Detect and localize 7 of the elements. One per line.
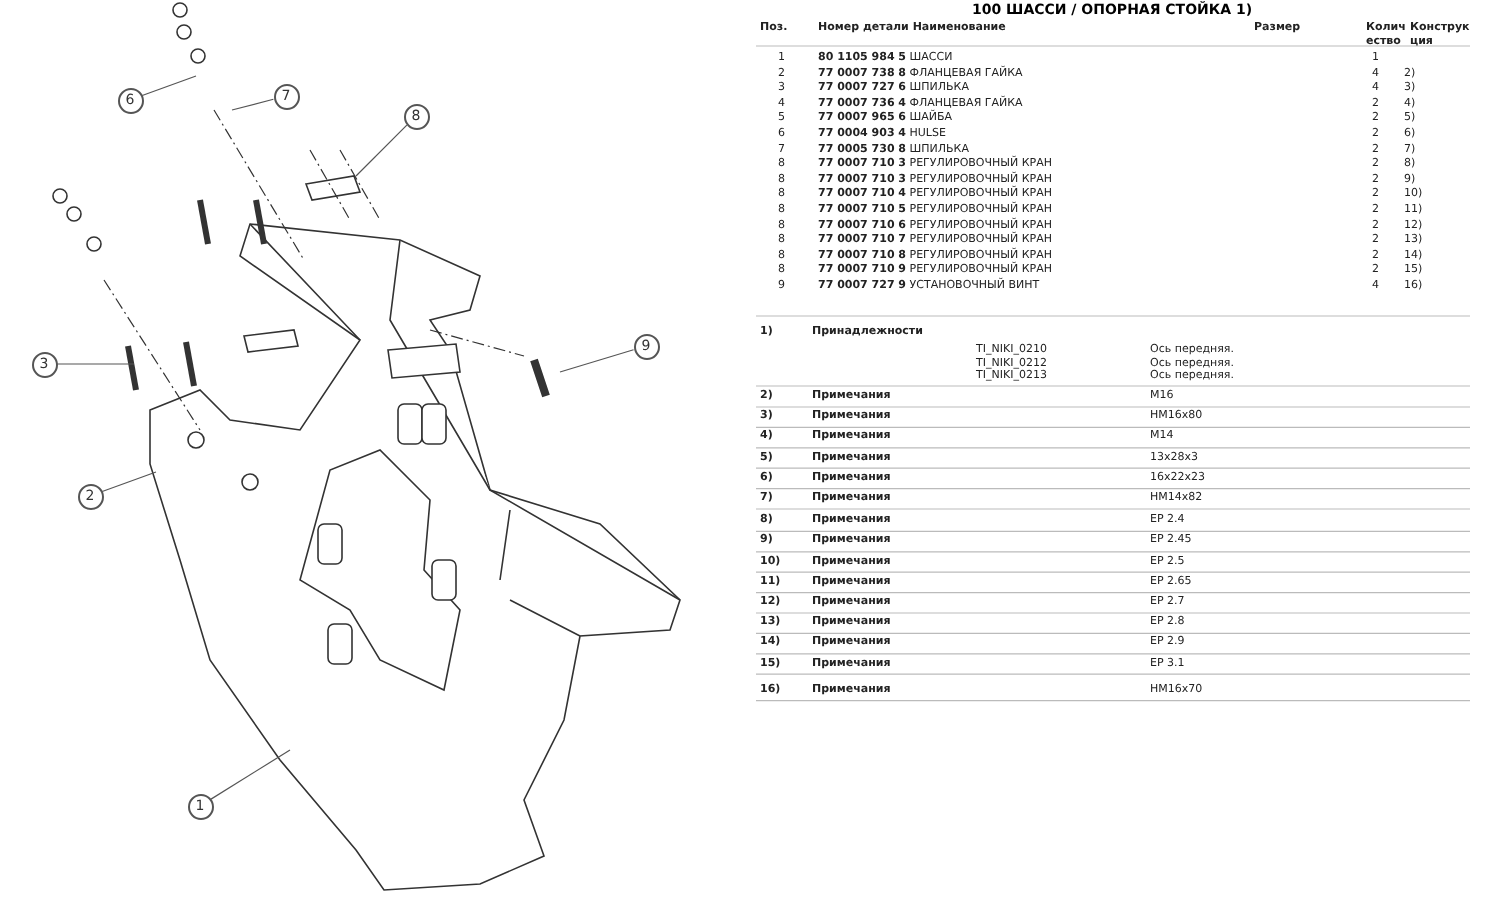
- leader-line: [210, 749, 291, 800]
- leader-line: [355, 124, 408, 177]
- leader-line: [56, 363, 135, 365]
- leader-line: [231, 98, 275, 111]
- leader-line: [559, 349, 635, 373]
- leader-line: [141, 75, 197, 97]
- leader-line: [101, 471, 157, 493]
